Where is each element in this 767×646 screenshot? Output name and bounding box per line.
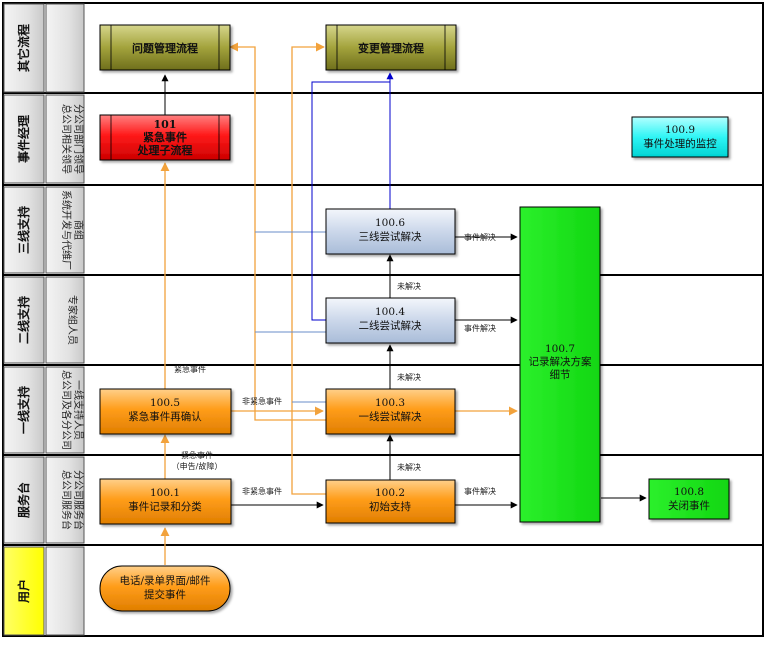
node-close-event-id: 100.8 [674, 486, 704, 498]
node-log-classify-id: 100.1 [150, 487, 180, 499]
node-l1-try-label: 一线尝试解决 [359, 410, 422, 423]
node-close-event[interactable] [648, 478, 730, 520]
node-initial-support-id: 100.2 [375, 487, 405, 499]
lane-header-other [3, 3, 45, 93]
lane-role-line: 分公司部门领导 [72, 104, 85, 174]
lane-role-line: 商组 [72, 220, 85, 240]
node-urgent-id: 101 [154, 118, 177, 131]
node-l3-try[interactable] [325, 208, 456, 255]
lane-role-l3 [45, 186, 85, 274]
node-initial-support-label: 初始支持 [369, 500, 411, 513]
lane-role-line: 总公司及各分公司 [60, 370, 73, 450]
node-l1-try-id: 100.3 [375, 397, 405, 409]
lane-role-line: 一线支持人员 [72, 380, 85, 440]
node-confirm-urgent-label: 紧急事件再确认 [128, 410, 202, 423]
lane-title-manager: 事件经理 [16, 115, 31, 163]
lane-title-desk: 服务台 [16, 482, 31, 518]
node-confirm-urgent-id: 100.5 [150, 397, 180, 409]
node-monitoring-label: 事件处理的监控 [643, 137, 717, 150]
lane-role-user [45, 546, 85, 636]
lane-title-l2: 二线支持 [16, 296, 31, 344]
node-change-management[interactable] [325, 24, 457, 71]
node-confirm-urgent[interactable] [99, 388, 232, 435]
edge-label-urgent-report-2: （申告/故障） [172, 461, 223, 471]
lane-role-text-l3: 系统开发与代维厂商组 [60, 190, 85, 270]
lane-title-user: 用户 [16, 579, 31, 604]
arrow-l1-to-problem [229, 42, 326, 421]
lane-role-manager [45, 94, 85, 184]
node-submit-event-line1: 电话/录单界面/邮件 [119, 574, 210, 587]
lane-role-l1 [45, 366, 85, 454]
lane-role-line: 分公司服务台 [72, 470, 85, 530]
lane-header-l3 [3, 186, 45, 274]
node-urgent-line2: 紧急事件 [143, 130, 187, 144]
lane-title-l1: 一线支持 [16, 386, 31, 434]
lane-role-text-desk: 总公司服务台分公司服务台 [60, 470, 85, 530]
node-submit-event[interactable] [99, 565, 231, 612]
node-l3-try-id: 100.6 [375, 217, 405, 229]
node-record-solution-id: 100.7 [545, 343, 575, 355]
connectors [160, 42, 647, 565]
node-submit-event-line2: 提交事件 [144, 588, 186, 601]
node-problem-management[interactable] [99, 24, 231, 71]
node-record-solution[interactable] [519, 206, 601, 523]
lane-role-line: 总公司相关领导 [60, 104, 73, 174]
lane-header-l2 [3, 276, 45, 364]
node-record-solution-line3: 细节 [550, 368, 571, 381]
edge-label-l2-unsolved: 未解决 [397, 281, 421, 291]
arrow-initial-to-change [291, 42, 326, 495]
edge-label-initial-solved: 事件解决 [464, 486, 496, 496]
node-close-event-label: 关闭事件 [668, 499, 710, 512]
node-l1-try[interactable] [325, 388, 456, 435]
edge-label-non-urgent-2: 非紧急事件 [242, 486, 282, 496]
lane-role-line: 总公司服务台 [60, 470, 73, 530]
node-log-classify[interactable] [99, 478, 232, 525]
lane-role-line: 专家组人员 [66, 295, 79, 345]
edge-label-l1-unsolved: 未解决 [397, 372, 421, 382]
edge-label-non-urgent-1: 非紧急事件 [242, 396, 282, 406]
node-l2-try-id: 100.4 [375, 306, 405, 318]
lane-role-l2 [45, 276, 85, 364]
lane-header-l1 [3, 366, 45, 454]
edge-label-urgent-report-1: 紧急事件 [181, 450, 213, 460]
node-monitoring[interactable] [631, 116, 729, 158]
lane-title-l3: 三线支持 [16, 206, 31, 254]
node-l2-try-label: 二线尝试解决 [359, 319, 422, 332]
node-urgent-line3: 处理子流程 [137, 143, 193, 157]
lane-role-text-l2: 专家组人员 [66, 295, 79, 345]
lane-role-other [45, 3, 85, 93]
node-problem-management-label: 问题管理流程 [132, 41, 198, 55]
node-change-management-label: 变更管理流程 [358, 41, 424, 55]
node-log-classify-label: 事件记录和分类 [128, 500, 202, 513]
node-l3-try-label: 三线尝试解决 [359, 230, 422, 243]
node-l2-try[interactable] [325, 297, 456, 344]
node-record-solution-line2: 记录解决方案 [529, 355, 592, 368]
lane-header-desk [3, 456, 45, 544]
arrow-l2-to-change [311, 81, 390, 321]
lane-header-manager [3, 94, 45, 184]
node-initial-support[interactable] [325, 479, 456, 524]
edge-label-initial-unsolved: 未解决 [397, 462, 421, 472]
swimlanes: 其它流程 事件经理 三线支持 二线支持 一线支持 服务台 用户 总公司相关领导分… [2, 2, 764, 637]
node-urgent-subprocess[interactable] [99, 114, 231, 161]
edge-label-l2-solved: 事件解决 [464, 323, 496, 333]
lane-role-text-manager: 总公司相关领导分公司部门领导 [60, 104, 85, 174]
lane-role-line: 系统开发与代维厂 [60, 190, 73, 270]
nodes: 问题管理流程 变更管理流程 101 紧急事件 处理子流程 100.9 事件处理的… [99, 24, 730, 612]
lane-role-desk [45, 456, 85, 544]
lane-title-other: 其它流程 [16, 24, 31, 72]
edge-labels: 事件解决 事件解决 未解决 紧急事件 非紧急事件 未解决 紧急事件 （申告/故障… [172, 232, 496, 496]
edge-label-l3-solved: 事件解决 [464, 232, 496, 242]
lane-header-user [3, 546, 45, 636]
node-monitoring-id: 100.9 [665, 124, 695, 136]
edge-label-urgent-event: 紧急事件 [174, 364, 206, 374]
lane-role-text-l1: 总公司及各分公司一线支持人员 [60, 370, 85, 450]
